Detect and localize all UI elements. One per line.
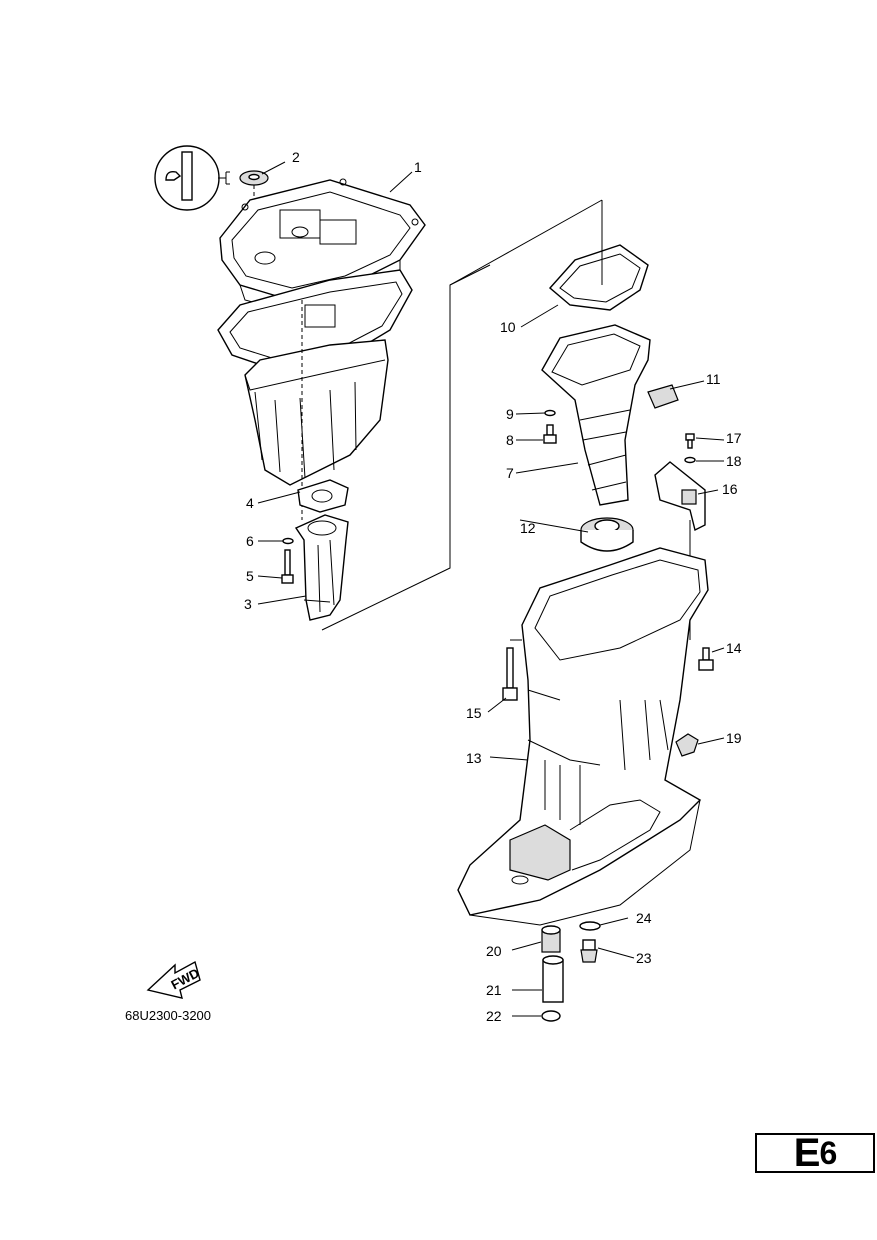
callout-13: 13 [466, 750, 482, 766]
callout-9: 9 [506, 406, 514, 422]
part-4-gasket [297, 479, 349, 513]
part-17-bolt [685, 433, 695, 449]
part-1-mount-plate [219, 178, 426, 313]
diagram-code: 68U2300-3200 [125, 1008, 211, 1023]
fwd-arrow-icon: FWD [146, 960, 202, 999]
part-12-seal [580, 517, 634, 552]
callout-18: 18 [726, 453, 742, 469]
callout-1: 1 [414, 159, 422, 175]
part-6-washer [282, 537, 294, 545]
callout-2: 2 [292, 149, 300, 165]
callout-16: 16 [722, 481, 738, 497]
detail-inset [154, 145, 230, 211]
part-13-upper-casing [457, 547, 709, 926]
callout-12: 12 [520, 520, 536, 536]
oil-pan [244, 339, 389, 486]
part-20-bushing [541, 925, 561, 953]
part-24-washer [579, 921, 601, 931]
part-8-bolt [543, 424, 557, 444]
callout-20: 20 [486, 943, 502, 959]
callout-14: 14 [726, 640, 742, 656]
part-11-damper [647, 384, 679, 409]
callout-8: 8 [506, 432, 514, 448]
part-3-exhaust-pipe [294, 514, 349, 621]
part-18-washer [684, 456, 696, 464]
part-14-bolt [698, 647, 714, 671]
callout-21: 21 [486, 982, 502, 998]
callout-7: 7 [506, 465, 514, 481]
callout-6: 6 [246, 533, 254, 549]
callout-4: 4 [246, 495, 254, 511]
page-tag-number: 6 [819, 1135, 837, 1171]
part-7-exhaust-guide [541, 324, 651, 506]
callout-19: 19 [726, 730, 742, 746]
part-21-sleeve [542, 955, 564, 1003]
part-5-bolt [281, 549, 294, 584]
page-tag: E 6 [755, 1133, 875, 1173]
callout-17: 17 [726, 430, 742, 446]
callout-22: 22 [486, 1008, 502, 1024]
part-9-washer [544, 409, 556, 417]
callout-numbers: 1 2 3 4 5 6 7 8 9 10 11 12 13 14 15 16 1… [244, 149, 742, 1024]
page-tag-letter: E [793, 1131, 821, 1175]
part-15-bolt [502, 647, 518, 701]
callout-24: 24 [636, 910, 652, 926]
callout-10: 10 [500, 319, 516, 335]
callout-11: 11 [706, 371, 721, 387]
part-16-bracket [654, 461, 706, 532]
callout-5: 5 [246, 568, 254, 584]
part-22-o-ring [541, 1010, 561, 1022]
callout-23: 23 [636, 950, 652, 966]
part-23-plug [580, 939, 598, 963]
callout-15: 15 [466, 705, 482, 721]
part-19-clip [675, 733, 699, 757]
leader-lines [257, 161, 725, 1017]
part-10-gasket [549, 244, 649, 311]
callout-3: 3 [244, 596, 252, 612]
